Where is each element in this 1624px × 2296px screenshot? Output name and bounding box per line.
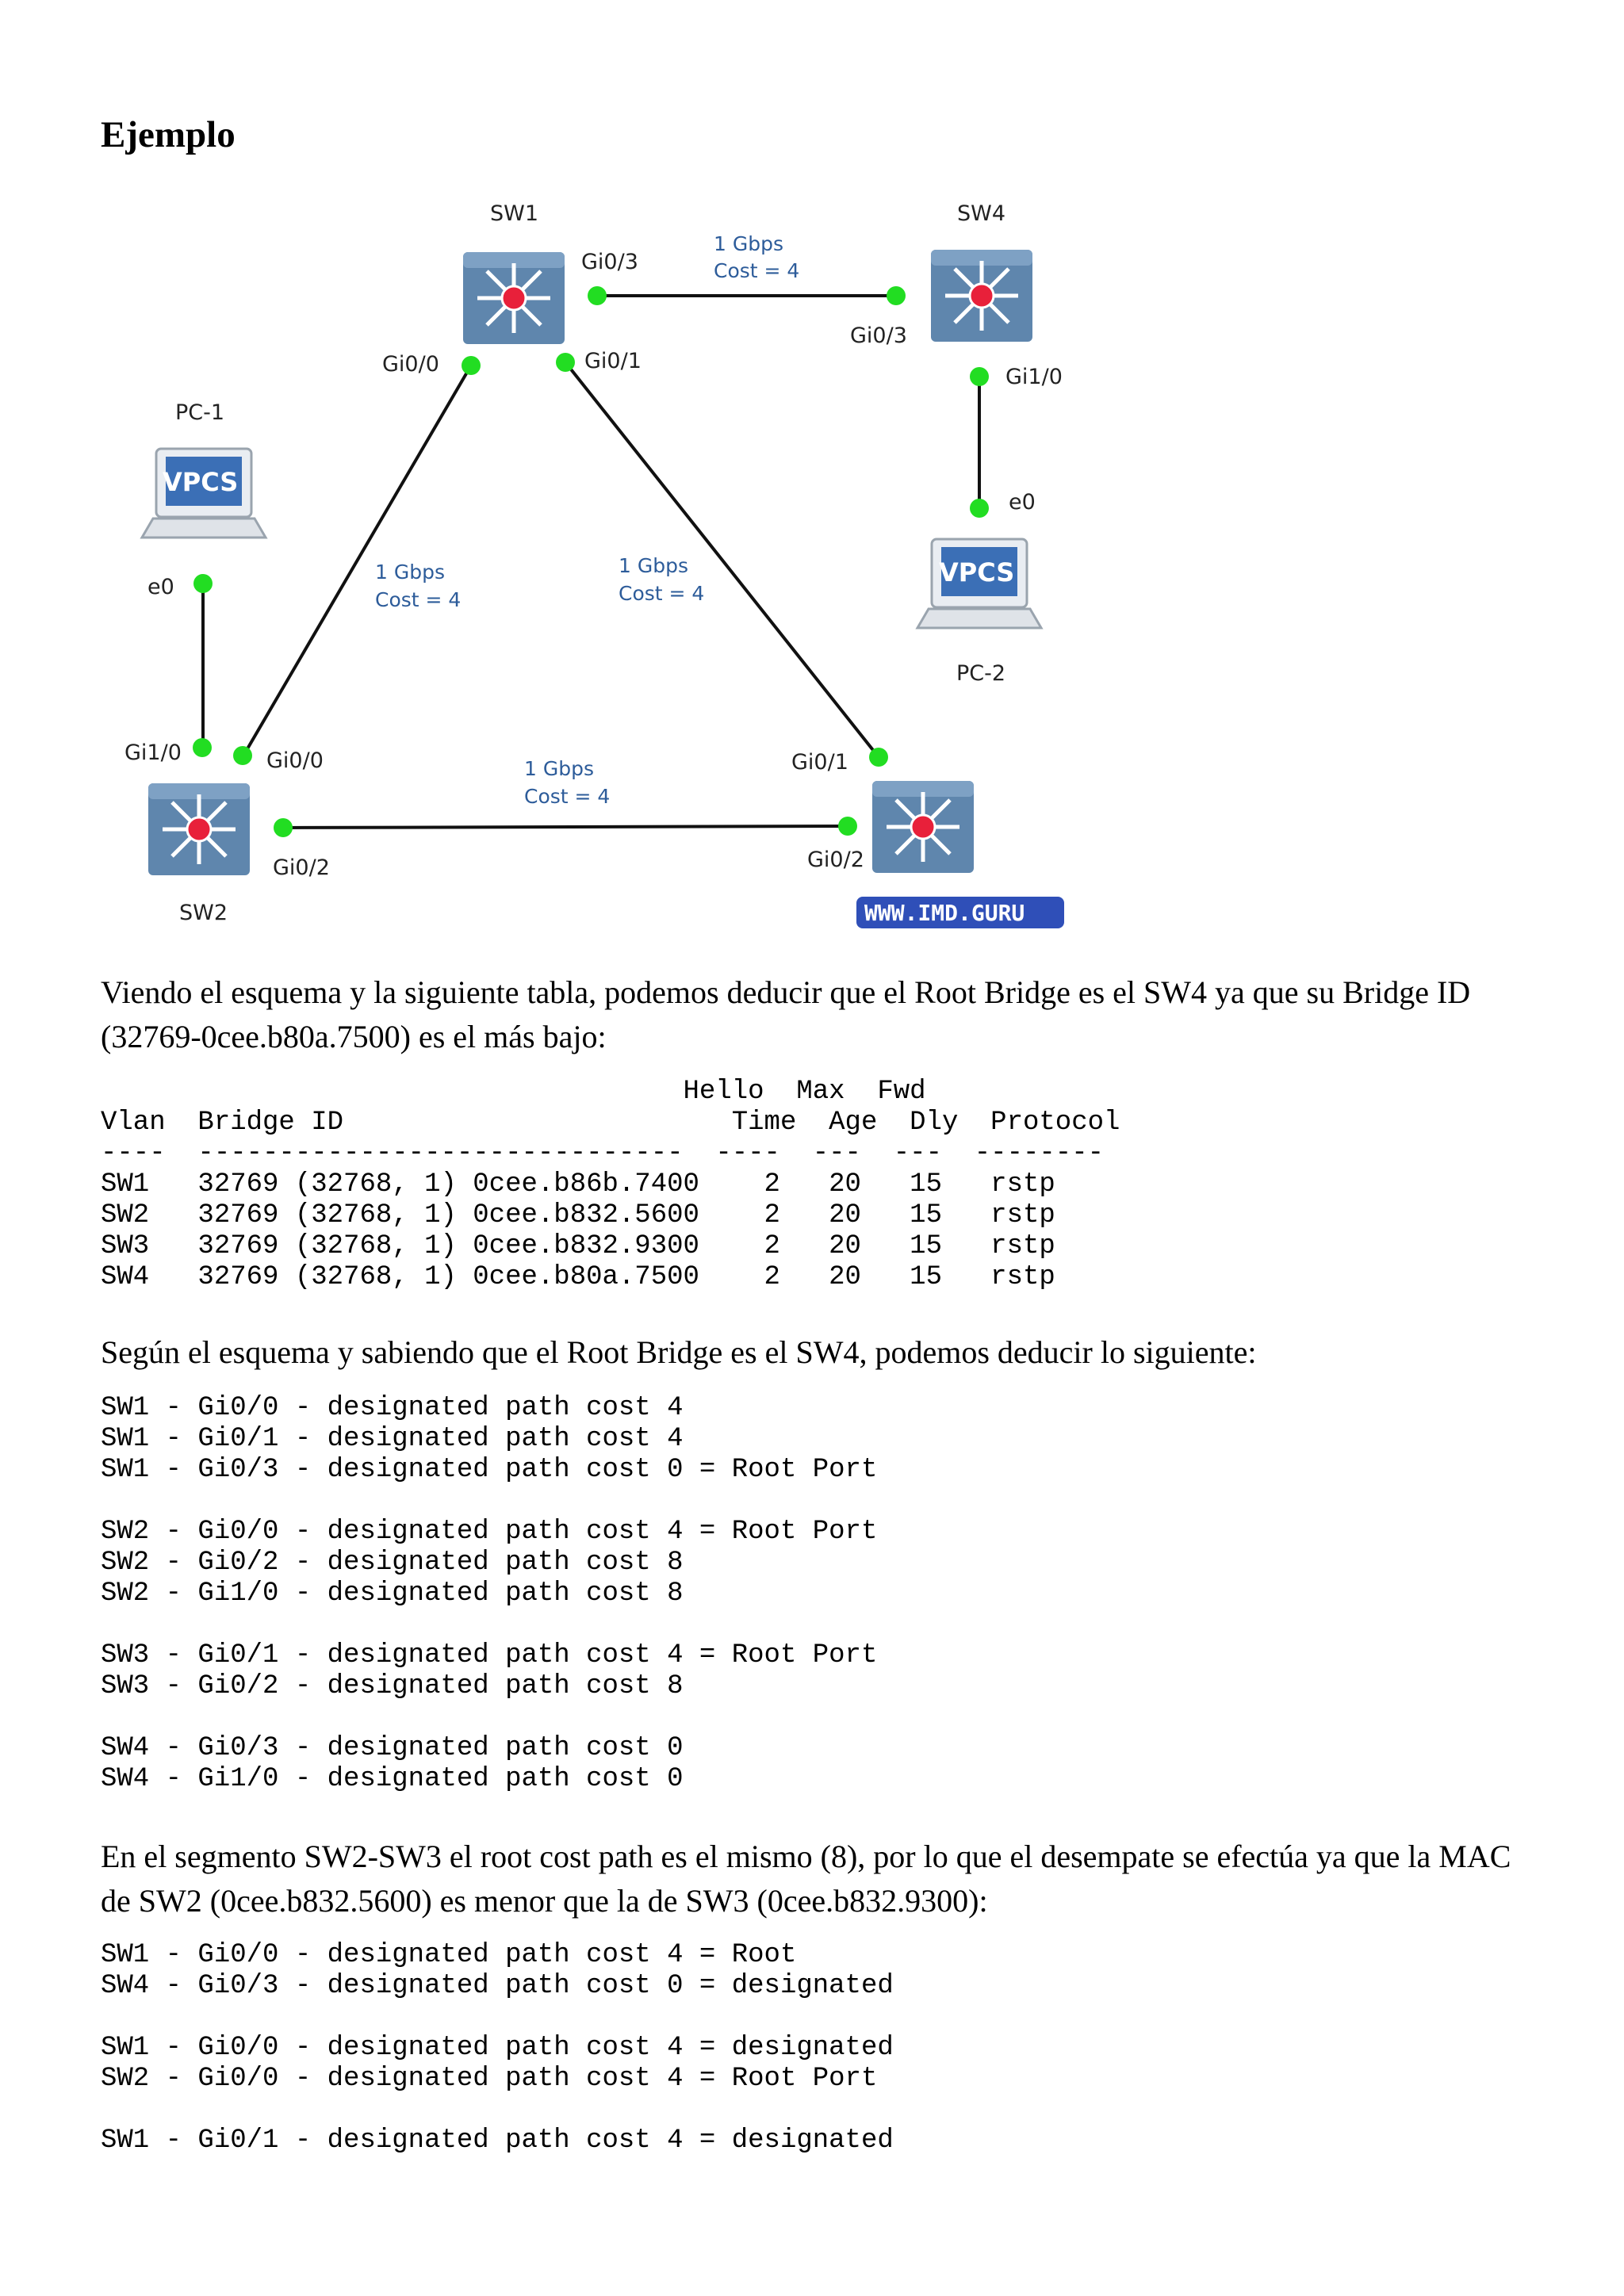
port-role-list: SW1 - Gi0/0 - designated path cost 4 = R… <box>101 1940 894 2156</box>
sw2-switch-icon <box>148 783 250 875</box>
network-topology-diagram: VPCS VPCS SW1 SW4 SW2 PC-1 PC-2 Gi0/3 Gi… <box>117 195 1077 940</box>
port-dot <box>193 574 213 593</box>
pc2-label: PC-2 <box>956 661 1005 686</box>
sw4-label: SW4 <box>957 201 1005 226</box>
link-sw2-sw3-speed: 1 Gbps <box>524 757 594 780</box>
link-sw1-sw4-cost: Cost = 4 <box>714 259 799 282</box>
link-sw1-sw2-speed: 1 Gbps <box>375 561 445 584</box>
pc1-label: PC-1 <box>175 400 224 425</box>
port-cost-list: SW1 - Gi0/0 - designated path cost 4 SW1… <box>101 1393 878 1794</box>
topology-svg: VPCS VPCS SW1 SW4 SW2 PC-1 PC-2 Gi0/3 Gi… <box>124 201 1064 928</box>
sw2-gi02-label: Gi0/2 <box>273 855 330 880</box>
link-sw2-sw3 <box>282 825 848 829</box>
sw1-gi01-label: Gi0/1 <box>584 349 642 373</box>
bridge-id-table: Hello Max Fwd Vlan Bridge ID Time Age Dl… <box>101 1077 1120 1292</box>
port-dot <box>838 817 857 836</box>
link-sw1-sw2-cost: Cost = 4 <box>375 588 461 611</box>
pc2-vpcs-label: VPCS <box>939 557 1014 587</box>
sw1-switch-icon <box>463 252 565 344</box>
link-sw1-sw3-cost: Cost = 4 <box>619 582 704 605</box>
sw1-label: SW1 <box>490 201 538 226</box>
page-heading: Ejemplo <box>101 114 236 155</box>
watermark-badge <box>856 897 1064 928</box>
link-sw1-sw2 <box>242 364 473 757</box>
sw2-gi10-label: Gi1/0 <box>124 740 182 765</box>
port-indicators <box>193 286 989 837</box>
port-dot <box>869 748 888 767</box>
sw3-gi01-label: Gi0/1 <box>791 750 848 775</box>
link-sw1-sw4-speed: 1 Gbps <box>714 232 783 255</box>
pc1-vpcs-label: VPCS <box>163 467 238 497</box>
sw2-gi00-label: Gi0/0 <box>266 748 324 773</box>
port-dot <box>462 356 481 375</box>
sw4-gi03-label: Gi0/3 <box>850 323 907 348</box>
port-dot <box>588 286 607 305</box>
topology-links <box>201 294 981 829</box>
port-dot <box>274 818 293 837</box>
port-dot <box>193 738 212 757</box>
deduction-paragraph: Según el esquema y sabiendo que el Root … <box>101 1334 1257 1370</box>
sw4-gi10-label: Gi1/0 <box>1005 365 1063 389</box>
tiebreak-paragraph: En el segmento SW2-SW3 el root cost path… <box>101 1839 1511 1919</box>
link-sw1-sw3 <box>564 361 880 759</box>
link-sw1-sw3-speed: 1 Gbps <box>619 554 688 577</box>
port-dot <box>887 286 906 305</box>
port-dot <box>556 353 575 372</box>
sw1-gi03-label: Gi0/3 <box>581 250 638 274</box>
watermark-text: WWW.IMD.GURU <box>864 900 1025 926</box>
sw3-gi02-label: Gi0/2 <box>807 848 864 872</box>
sw4-switch-icon <box>931 250 1032 342</box>
pc1-e0-label: e0 <box>147 575 174 599</box>
link-sw2-sw3-cost: Cost = 4 <box>524 785 610 808</box>
sw1-gi00-label: Gi0/0 <box>382 352 439 377</box>
sw3-switch-icon <box>872 781 974 873</box>
sw2-label: SW2 <box>179 901 228 925</box>
port-dot <box>233 746 252 765</box>
port-dot <box>970 499 989 518</box>
intro-paragraph: Viendo el esquema y la siguiente tabla, … <box>101 974 1471 1054</box>
port-dot <box>970 367 989 386</box>
pc2-e0-label: e0 <box>1009 490 1036 515</box>
